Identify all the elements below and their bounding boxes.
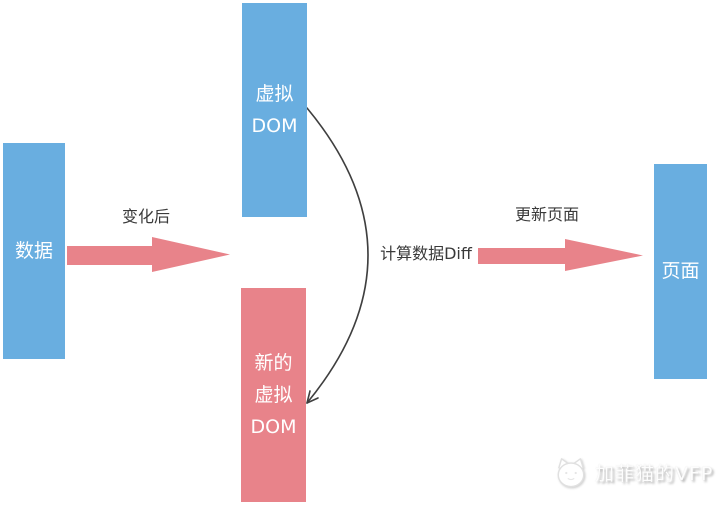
diff-curve-arrow [306,107,369,404]
watermark: 加菲猫的VFP [552,456,713,489]
cat-icon [557,458,585,488]
node-data: 数据 [3,143,65,359]
watermark-text: 加菲猫的VFP [595,463,714,485]
update-page-arrow [478,239,643,271]
node-page-label: 页面 [661,260,700,283]
node-data-label: 数据 [14,239,53,262]
update-page-label: 更新页面 [514,205,579,224]
node-new-virtual-dom: 新的 虚拟 DOM [241,288,306,502]
node-page: 页面 [654,164,707,379]
diff-curve-arrowhead [306,390,319,404]
node-new-virtual-dom-label: 新的 虚拟 DOM [250,351,297,439]
after-change-label: 变化后 [121,207,170,226]
after-change-arrow [67,237,230,272]
node-virtual-dom-label: 虚拟 DOM [251,82,298,137]
node-virtual-dom: 虚拟 DOM [242,3,307,217]
diff-label: 计算数据Diff [380,244,472,263]
